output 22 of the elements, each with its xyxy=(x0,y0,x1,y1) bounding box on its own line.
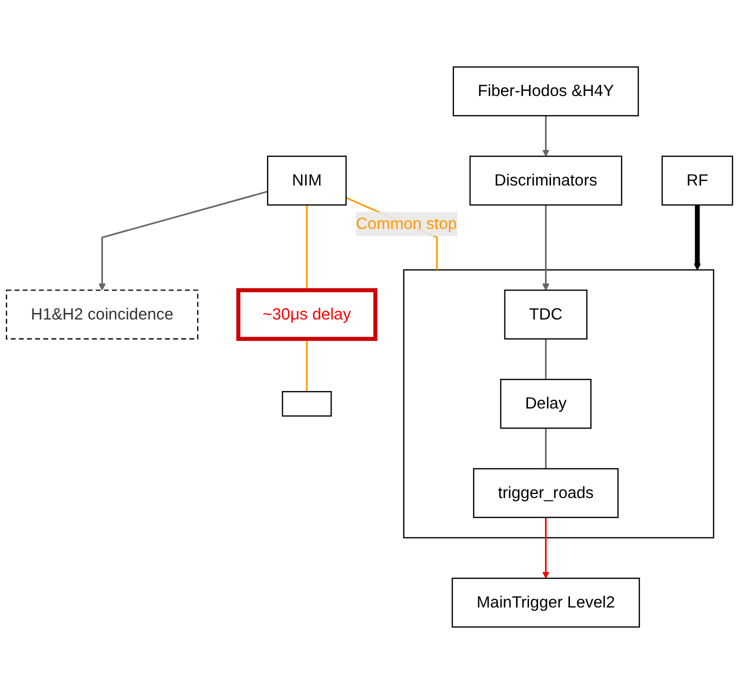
node-box: H1&H2 coincidence xyxy=(6,290,198,340)
arrow xyxy=(98,190,268,291)
node-box xyxy=(282,391,332,417)
node-box: trigger_roads xyxy=(473,468,619,518)
connector xyxy=(545,338,547,380)
connector xyxy=(306,204,308,290)
node-box: MainTrigger Level2 xyxy=(452,578,640,628)
arrow xyxy=(542,204,550,291)
node-box: NIM xyxy=(267,156,347,206)
connector xyxy=(545,428,547,469)
node-box: Delay xyxy=(500,378,592,429)
arrow xyxy=(694,204,701,270)
cluster xyxy=(403,269,714,538)
arrow xyxy=(542,517,550,579)
arrow xyxy=(542,116,550,157)
edge-label: Common stop xyxy=(356,215,457,234)
node-box: ~30μs delay xyxy=(236,288,378,341)
node-box: Discriminators xyxy=(469,156,622,206)
node-box: TDC xyxy=(504,290,588,340)
node-box: Fiber-Hodos &H4Y xyxy=(452,66,639,116)
node-box: RF xyxy=(662,156,734,206)
connector xyxy=(306,338,308,392)
